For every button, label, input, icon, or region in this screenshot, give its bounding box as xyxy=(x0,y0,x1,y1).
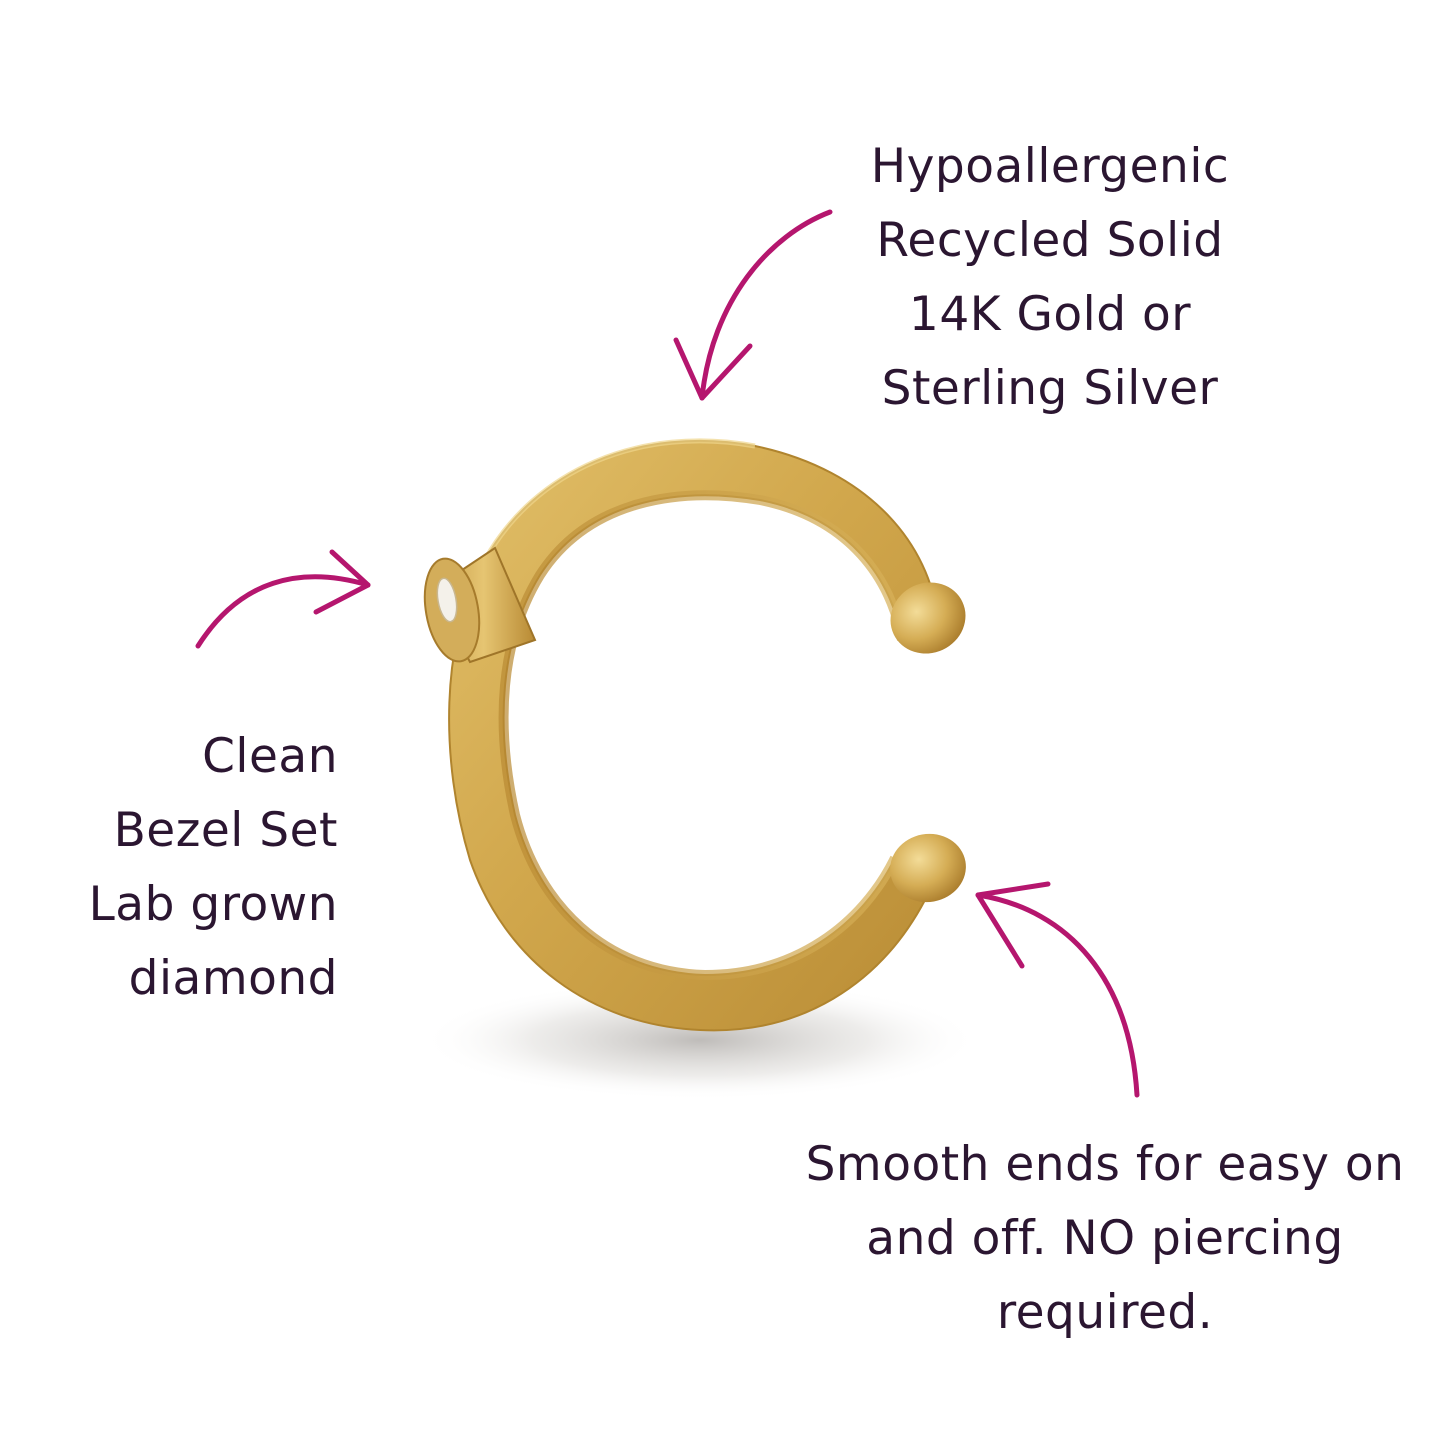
callout-line: 14K Gold or xyxy=(908,287,1192,342)
callout-line: Bezel Set xyxy=(113,803,338,858)
callout-line: Smooth ends for easy on xyxy=(805,1137,1405,1192)
bezel-setting xyxy=(423,546,537,664)
callout-line: Recycled Solid xyxy=(876,213,1224,268)
callout-line: Clean xyxy=(202,729,338,784)
callout-line: and off. NO piercing xyxy=(866,1211,1344,1266)
arrow-ends xyxy=(975,881,1140,1098)
ring-shadow xyxy=(420,980,980,1100)
callout-diamond: Clean Bezel Set Lab grown diamond xyxy=(20,720,338,1016)
top-smooth-end xyxy=(890,582,966,654)
arrow-diamond xyxy=(195,549,371,649)
callout-line: diamond xyxy=(128,951,338,1006)
callout-line: Lab grown xyxy=(88,877,338,932)
callout-ends: Smooth ends for easy on and off. NO pier… xyxy=(770,1128,1440,1350)
ear-cuff-ring xyxy=(423,438,966,1032)
callout-line: Sterling Silver xyxy=(881,361,1219,416)
bottom-smooth-end xyxy=(890,833,966,903)
diamond-stone xyxy=(436,577,458,623)
callout-material: Hypoallergenic Recycled Solid 14K Gold o… xyxy=(800,130,1300,426)
arrow-material xyxy=(673,209,833,401)
callout-line: required. xyxy=(996,1285,1214,1340)
callout-line: Hypoallergenic xyxy=(870,139,1230,194)
